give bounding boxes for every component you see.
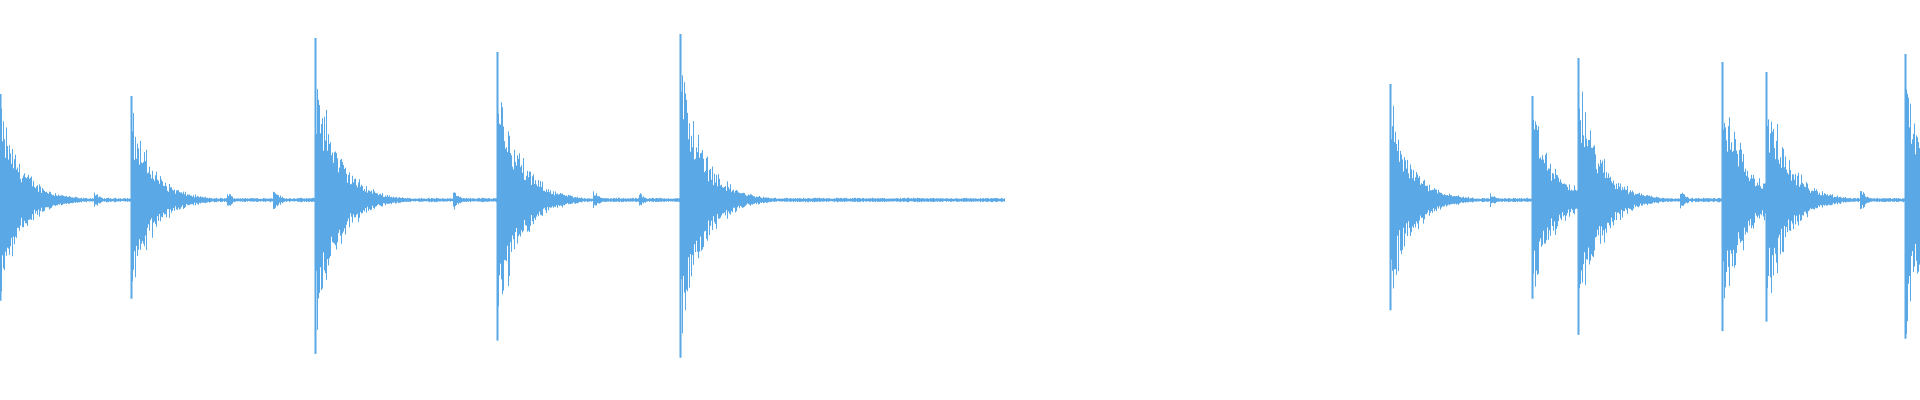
waveform-path — [1390, 69, 1920, 334]
waveform-segment-left-clip[interactable] — [0, 34, 1005, 358]
waveform-layer — [0, 34, 1920, 358]
waveform-path — [0, 75, 1005, 334]
waveform-segment-right-clip[interactable] — [1389, 54, 1920, 339]
